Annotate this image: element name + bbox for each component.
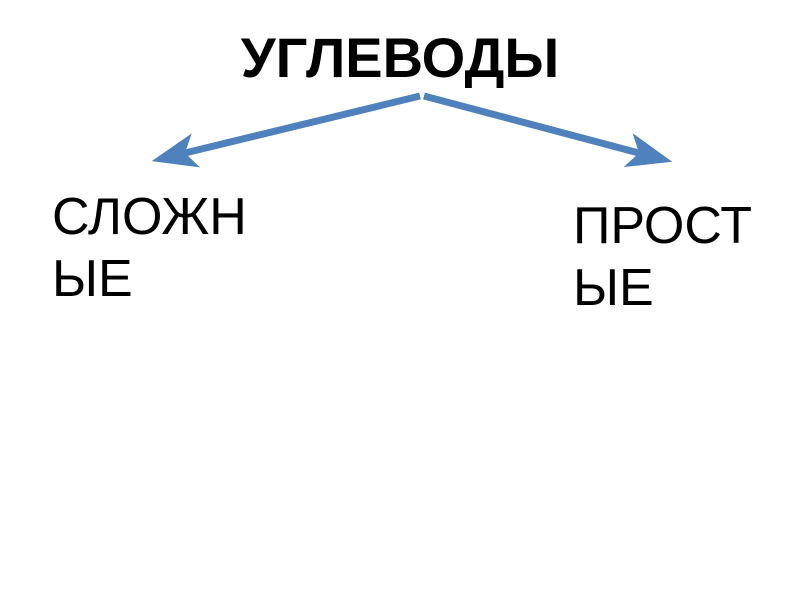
node-complex-line2: ЫЕ [52,250,133,308]
node-complex-line1: СЛОЖН [52,188,247,246]
node-simple-line2: ЫЕ [573,259,654,317]
arrow-to-simple [423,92,673,168]
node-simple-line1: ПРОСТ [573,197,752,255]
node-simple-carbohydrates: ПРОСТ ЫЕ [573,195,752,319]
diagram-title: УГЛЕВОДЫ [240,26,560,89]
arrow-to-complex [151,92,421,168]
node-complex-carbohydrates: СЛОЖН ЫЕ [52,186,247,310]
